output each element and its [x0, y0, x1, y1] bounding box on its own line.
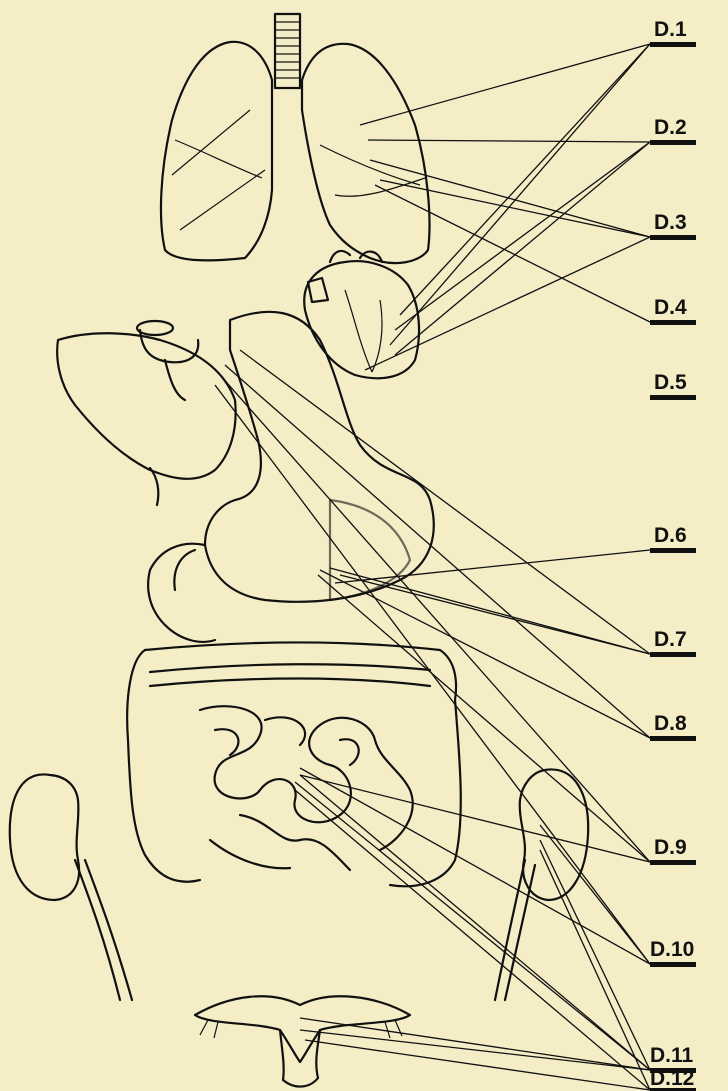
label-d9: D.9	[654, 836, 687, 859]
small-intestine-drawing	[200, 706, 413, 870]
label-d10: D.10	[650, 938, 694, 961]
lungs-drawing	[161, 42, 430, 263]
label-bars	[650, 42, 696, 1091]
label-d1: D.1	[654, 18, 687, 41]
label-d8: D.8	[654, 712, 687, 735]
label-d12: D.12	[650, 1067, 694, 1090]
left-kidney-drawing	[10, 774, 132, 1000]
leader-lines	[215, 44, 650, 1090]
large-intestine-drawing	[127, 643, 461, 887]
label-d7: D.7	[654, 628, 687, 651]
aorta-drawing	[137, 321, 198, 400]
stomach-drawing	[205, 312, 434, 602]
label-d11: D.11	[650, 1044, 694, 1067]
liver-drawing	[57, 333, 235, 505]
label-d3: D.3	[654, 211, 687, 234]
label-d4: D.4	[654, 296, 687, 319]
duodenum-drawing	[148, 544, 215, 642]
segment-labels: D.1 D.2 D.3 D.4 D.5 D.6 D.7 D.8 D.9 D.10…	[650, 18, 694, 1090]
label-d5: D.5	[654, 371, 687, 394]
trachea-drawing	[275, 14, 300, 88]
label-d6: D.6	[654, 524, 687, 547]
heart-drawing	[304, 251, 419, 378]
label-d2: D.2	[654, 116, 687, 139]
uterus-drawing	[195, 996, 410, 1086]
